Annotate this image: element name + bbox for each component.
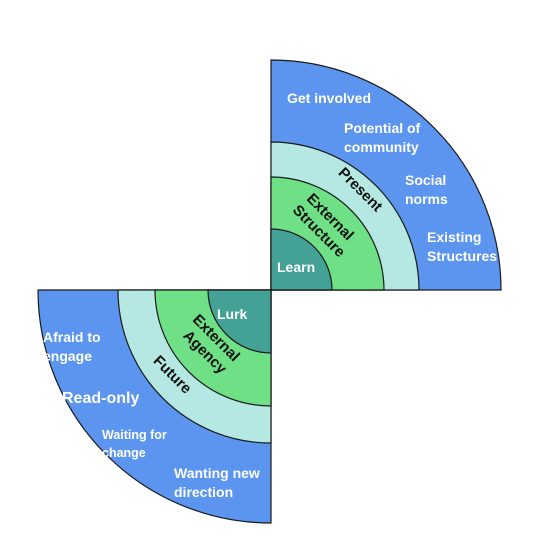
present-outer-label: Existing Structures xyxy=(427,229,497,264)
future-core-circle xyxy=(207,289,272,354)
present-outer-label: Get involved xyxy=(287,90,371,106)
future-core-label: Lurk xyxy=(217,306,248,322)
future-outer-label: Wanting new direction xyxy=(174,465,264,500)
future-quadrant: Afraid to engage Read-only Waiting for c… xyxy=(37,289,272,524)
future-outer-label: Waiting for change xyxy=(102,428,170,460)
present-outer-label: Social norms xyxy=(405,172,450,207)
present-core-circle xyxy=(270,228,333,291)
present-quadrant: Get involved Potential of community Soci… xyxy=(270,59,502,291)
future-outer-label: Read-only xyxy=(62,390,139,407)
present-outer-label: Potential of community xyxy=(344,120,424,155)
future-outer-label: Afraid to engage xyxy=(43,329,104,364)
present-core-label: Learn xyxy=(277,259,315,275)
